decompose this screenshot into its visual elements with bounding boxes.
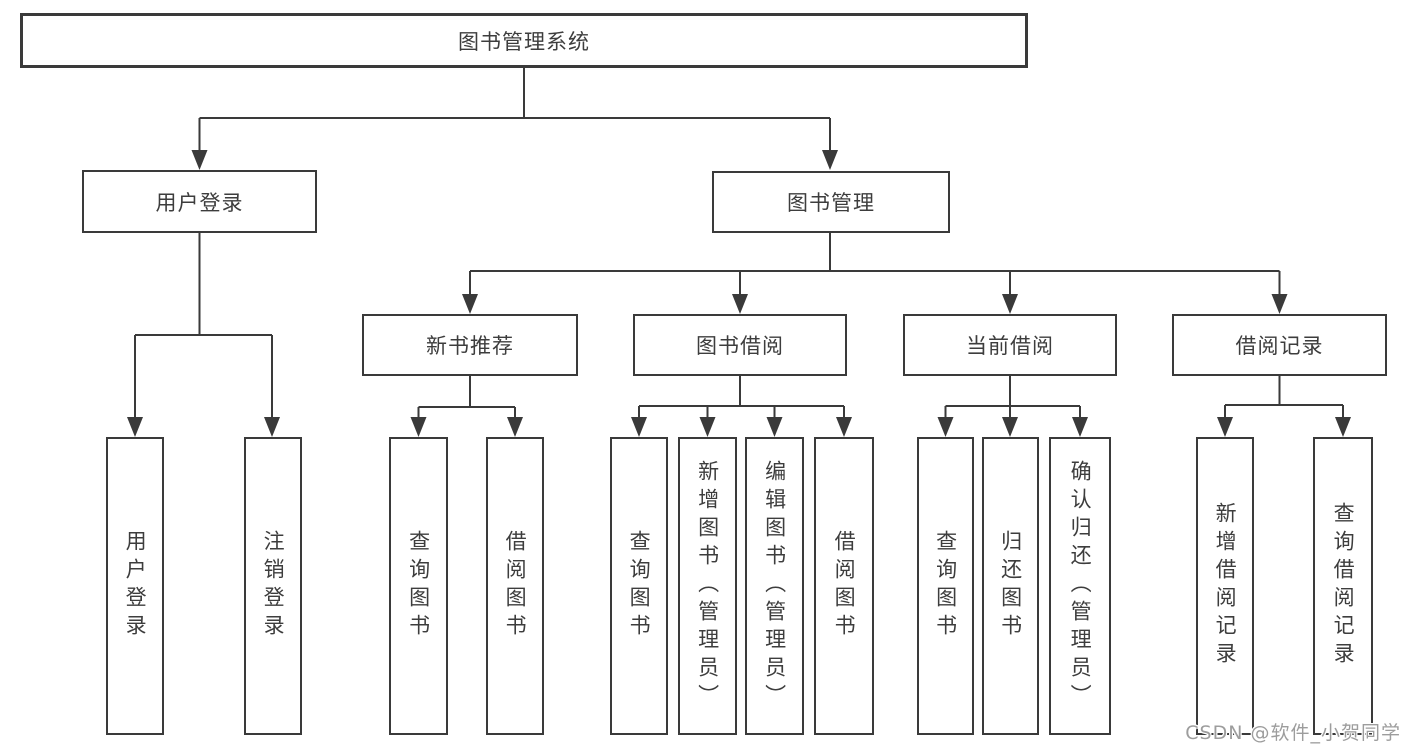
leaf-return-books-label: 归还图书	[998, 530, 1023, 642]
leaf-return-books: 归还图书	[982, 437, 1039, 735]
leaf-add-book-admin-label: 新增图书（管理员）	[695, 460, 720, 712]
leaf-query-borrow-record-label: 查询借阅记录	[1331, 502, 1356, 670]
leaf-query-books-current: 查询图书	[917, 437, 974, 735]
node-user-login: 用户登录	[82, 170, 317, 233]
leaf-confirm-return-admin-label: 确认归还（管理员）	[1068, 460, 1093, 712]
node-borrowing-records-label: 借阅记录	[1235, 334, 1324, 358]
leaf-confirm-return-admin: 确认归还（管理员）	[1049, 437, 1111, 735]
leaf-logout: 注销登录	[244, 437, 302, 735]
leaf-query-books-borrowing: 查询图书	[610, 437, 668, 735]
leaf-borrow-books-borrowing: 借阅图书	[814, 437, 874, 735]
arrowheads	[127, 150, 1351, 437]
leaf-user-login-label: 用户登录	[123, 530, 148, 642]
leaf-query-books-current-label: 查询图书	[933, 530, 958, 642]
leaf-query-books-recommend-label: 查询图书	[406, 530, 431, 642]
leaf-add-borrow-record: 新增借阅记录	[1196, 437, 1254, 735]
leaf-borrow-books-borrowing-label: 借阅图书	[832, 530, 857, 642]
connector-new-book-split	[417, 376, 516, 421]
connector-user-login-split	[134, 233, 273, 421]
leaf-user-login: 用户登录	[106, 437, 164, 735]
watermark: CSDN @软件_小贺同学	[1185, 722, 1401, 744]
leaf-query-borrow-record: 查询借阅记录	[1313, 437, 1373, 735]
leaf-edit-book-admin: 编辑图书（管理员）	[745, 437, 804, 735]
node-new-book-recommend: 新书推荐	[362, 314, 578, 376]
node-root: 图书管理系统	[20, 13, 1028, 68]
node-book-borrowing-label: 图书借阅	[696, 334, 784, 358]
leaf-add-borrow-record-label: 新增借阅记录	[1213, 502, 1238, 670]
connector-book-borrow-split	[638, 376, 845, 421]
connector-root-split	[198, 68, 831, 154]
leaf-borrow-books-recommend: 借阅图书	[486, 437, 544, 735]
node-user-login-label: 用户登录	[155, 190, 244, 215]
node-book-borrowing: 图书借阅	[633, 314, 847, 376]
node-current-borrowing: 当前借阅	[903, 314, 1117, 376]
node-book-management: 图书管理	[712, 171, 950, 233]
leaf-edit-book-admin-label: 编辑图书（管理员）	[762, 460, 787, 712]
node-root-label: 图书管理系统	[458, 29, 590, 54]
connector-current-borrow-split	[944, 376, 1081, 421]
node-borrowing-records: 借阅记录	[1172, 314, 1387, 376]
node-current-borrowing-label: 当前借阅	[966, 334, 1054, 358]
leaf-add-book-admin: 新增图书（管理员）	[678, 437, 737, 735]
leaf-query-books-recommend: 查询图书	[389, 437, 448, 735]
connector-book-mgmt-split	[469, 233, 1281, 298]
connector-paths	[134, 68, 1344, 421]
leaf-query-books-borrowing-label: 查询图书	[627, 530, 652, 642]
node-new-book-recommend-label: 新书推荐	[426, 334, 514, 358]
connector-records-split	[1224, 376, 1344, 421]
leaf-borrow-books-recommend-label: 借阅图书	[503, 530, 528, 642]
leaf-logout-label: 注销登录	[261, 530, 286, 642]
node-book-management-label: 图书管理	[787, 191, 875, 215]
